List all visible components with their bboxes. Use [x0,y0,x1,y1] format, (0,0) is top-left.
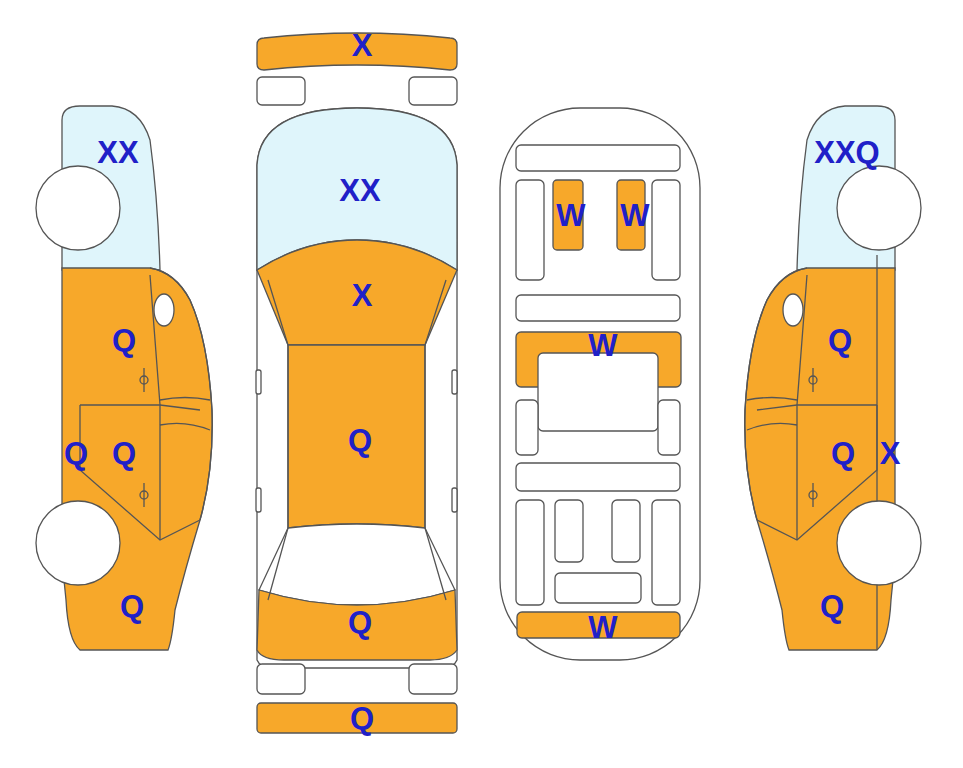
damage-code: W [620,200,649,231]
damage-code: X [880,438,901,469]
damage-code: Q [348,607,372,638]
damage-code: Q [828,325,852,356]
damage-code: X [352,280,373,311]
left-side-view [36,106,212,650]
damage-code: W [588,612,617,643]
damage-code: Q [120,591,144,622]
damage-code: Q [112,438,136,469]
damage-code: Q [350,703,374,734]
damage-code: Q [348,425,372,456]
damage-code: XX [339,175,380,206]
damage-code: Q [831,438,855,469]
damage-code: W [588,330,617,361]
top-view [256,33,457,733]
damage-code: X [352,30,373,61]
underside-view [500,108,700,660]
damage-code: XXQ [814,137,879,168]
damage-code: W [556,200,585,231]
damage-code: XX [97,137,138,168]
right-side-view [745,106,921,650]
damage-code: Q [112,325,136,356]
damage-code: Q [64,438,88,469]
damage-code: Q [820,591,844,622]
